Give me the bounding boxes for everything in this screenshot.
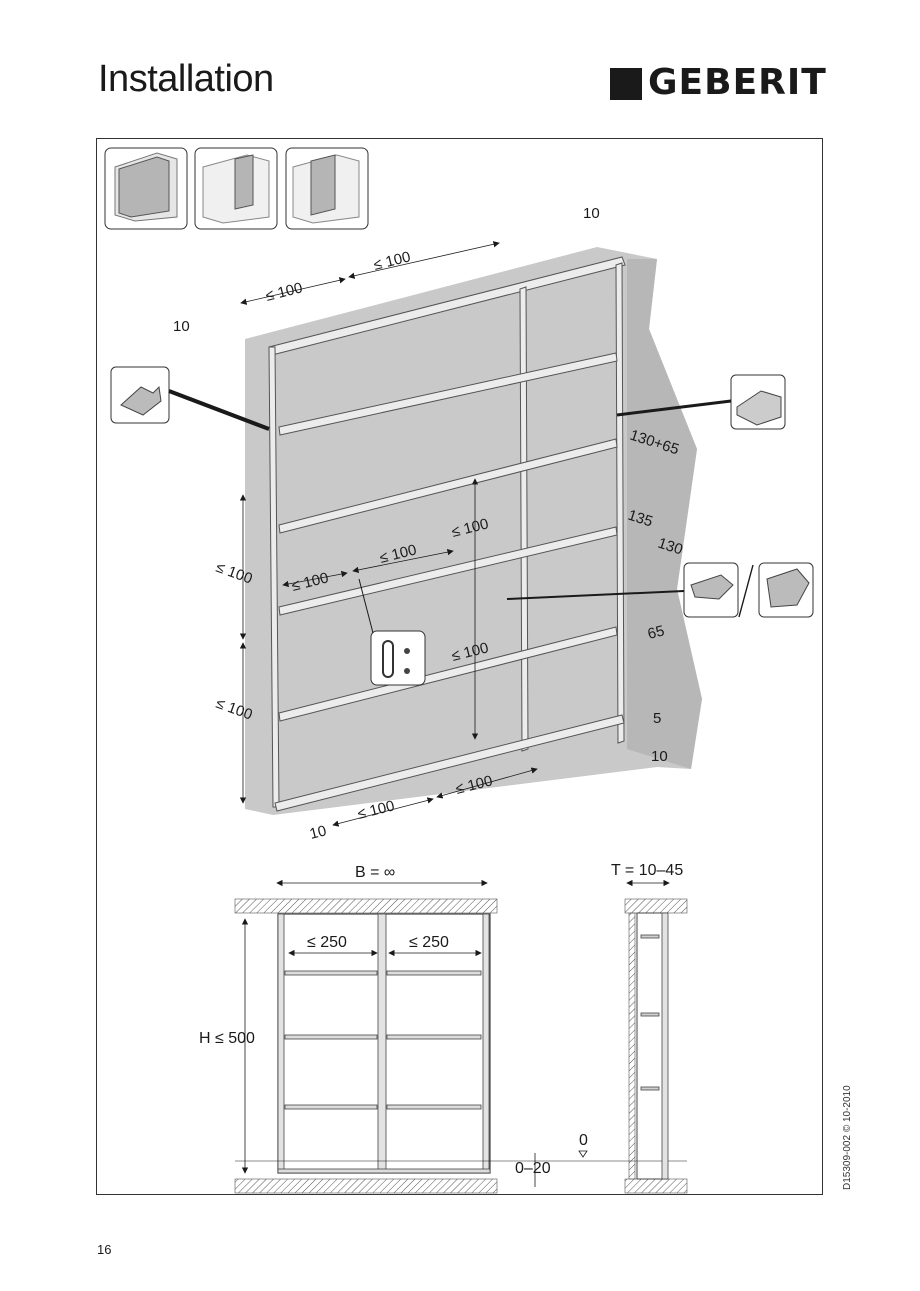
dim-bottom-10: 10 — [308, 822, 328, 843]
dim-span-a: ≤ 250 — [307, 934, 347, 951]
dim-depth-t: T = 10–45 — [611, 862, 683, 879]
dim-gap: 0–20 — [515, 1160, 551, 1177]
side-section — [624, 879, 688, 1194]
dim-right-135: 135 — [626, 507, 655, 531]
brand-name: GEBERIT — [648, 62, 827, 103]
dim-right-130: 130 — [656, 535, 685, 559]
illustration-frame: 10 ≤ 100 ≤ 100 10 130+65 135 130 65 5 10… — [96, 138, 823, 1195]
iso-dimension-lines — [239, 241, 538, 827]
dim-top-left-10: 10 — [173, 318, 190, 335]
clamp-detail-callout — [110, 366, 270, 431]
dim-right-10: 10 — [651, 748, 668, 765]
dim-height-h: H ≤ 500 — [199, 1030, 255, 1047]
dim-zero: 0 — [579, 1132, 588, 1149]
angle-bracket-callout — [616, 374, 786, 430]
frame-profiles — [268, 256, 626, 812]
front-elevation — [234, 879, 687, 1194]
installation-drawing: 10 ≤ 100 ≤ 100 10 130+65 135 130 65 5 10… — [104, 147, 814, 1194]
slot-detail-callout — [358, 578, 426, 686]
connector-callout-a — [506, 562, 739, 618]
dim-right-5: 5 — [653, 710, 661, 727]
connector-callout-b — [758, 562, 814, 618]
step-thumbnail-3 — [285, 147, 369, 230]
brand-logo: GEBERIT — [610, 62, 827, 104]
dim-top-le100-b: ≤ 100 — [372, 248, 412, 274]
step-thumbnail-2 — [194, 147, 278, 230]
step-thumbnail-1 — [104, 147, 188, 230]
page-title: Installation — [98, 58, 274, 100]
dim-top-le100-a: ≤ 100 — [264, 279, 304, 305]
brand-square-icon — [610, 68, 642, 100]
dim-span-b: ≤ 250 — [409, 934, 449, 951]
wall-side — [627, 259, 702, 769]
document-reference: D15309-002 © 10-2010 — [842, 1085, 853, 1190]
dim-top-right-10: 10 — [583, 205, 600, 222]
page-number: 16 — [97, 1242, 112, 1257]
slash-separator — [738, 564, 754, 618]
dim-width-b: B = ∞ — [355, 864, 395, 881]
dim-right-65: 65 — [646, 622, 666, 643]
